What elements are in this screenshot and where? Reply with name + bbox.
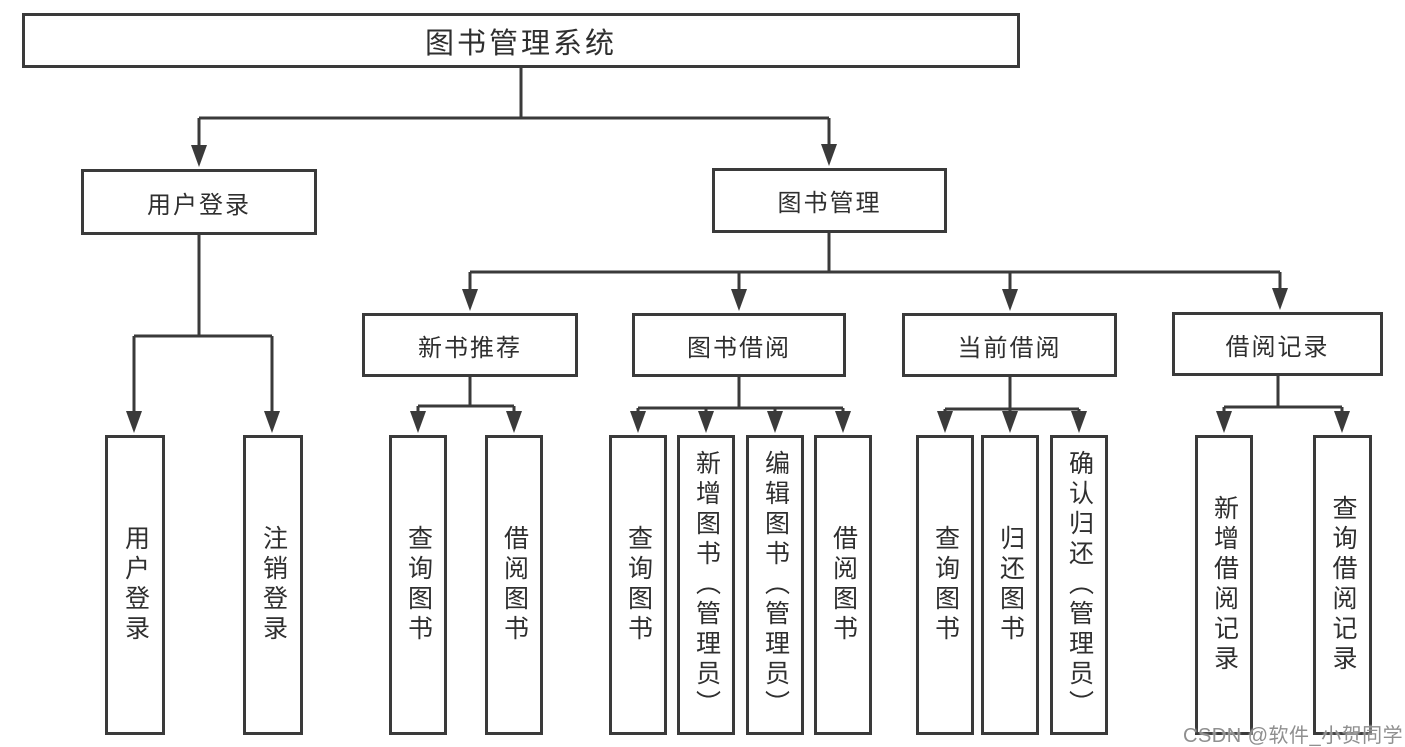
leaf-user-login: 用户登录 xyxy=(105,435,165,735)
leaf-query-books-current: 查询图书 xyxy=(916,435,974,735)
connector-userlogin-to-leaves xyxy=(126,235,280,433)
leaf-label: 新增借阅记录 xyxy=(1210,495,1239,675)
leaf-borrow-books-recommend: 借阅图书 xyxy=(485,435,543,735)
leaf-add-borrow-record: 新增借阅记录 xyxy=(1195,435,1253,735)
node-current-borrowing-label: 当前借阅 xyxy=(957,334,1062,362)
leaf-label: 编辑图书（管理员） xyxy=(761,450,790,720)
leaf-return-books: 归还图书 xyxy=(981,435,1039,735)
connector-newbooks-to-leaves xyxy=(410,377,522,433)
node-book-borrowing-label: 图书借阅 xyxy=(687,334,791,362)
leaf-label: 查询图书 xyxy=(931,525,960,645)
leaf-add-books-admin: 新增图书（管理员） xyxy=(677,435,735,735)
connector-root-to-level2 xyxy=(191,68,837,167)
leaf-edit-books-admin: 编辑图书（管理员） xyxy=(746,435,804,735)
leaf-borrow-books-borrowing: 借阅图书 xyxy=(814,435,872,735)
leaf-label: 查询图书 xyxy=(404,525,433,645)
leaf-label: 归还图书 xyxy=(996,525,1025,645)
leaf-query-books-recommend: 查询图书 xyxy=(389,435,447,735)
node-user-login: 用户登录 xyxy=(81,169,317,235)
node-current-borrowing: 当前借阅 xyxy=(902,313,1117,377)
node-book-management: 图书管理 xyxy=(712,168,947,233)
connector-currentborrow-to-leaves xyxy=(937,377,1087,433)
leaf-logout: 注销登录 xyxy=(243,435,303,735)
csdn-watermark: CSDN @软件_小贺同学 xyxy=(1183,725,1404,747)
leaf-label: 借阅图书 xyxy=(829,525,858,645)
connector-borrowing-to-leaves xyxy=(630,377,851,433)
node-borrow-records-label: 借阅记录 xyxy=(1225,333,1330,361)
node-new-book-recommend: 新书推荐 xyxy=(362,313,578,377)
leaf-query-borrow-record: 查询借阅记录 xyxy=(1313,435,1372,735)
node-book-management-label: 图书管理 xyxy=(777,190,882,217)
leaf-confirm-return-admin: 确认归还（管理员） xyxy=(1050,435,1108,735)
leaf-label: 查询图书 xyxy=(624,525,653,645)
connector-bookmgmt-to-level3 xyxy=(462,233,1288,311)
leaf-label: 新增图书（管理员） xyxy=(692,450,721,720)
node-user-login-label: 用户登录 xyxy=(147,191,251,219)
leaf-label: 确认归还（管理员） xyxy=(1065,450,1094,720)
node-root-label: 图书管理系统 xyxy=(424,27,617,60)
leaf-label: 用户登录 xyxy=(121,525,150,645)
leaf-label: 注销登录 xyxy=(259,525,288,645)
leaf-query-books-borrowing: 查询图书 xyxy=(609,435,667,735)
node-new-book-recommend-label: 新书推荐 xyxy=(418,334,522,362)
leaf-label: 借阅图书 xyxy=(500,525,529,645)
node-borrow-records: 借阅记录 xyxy=(1172,312,1383,376)
leaf-label: 查询借阅记录 xyxy=(1329,495,1357,675)
node-book-borrowing: 图书借阅 xyxy=(632,313,846,377)
connector-records-to-leaves xyxy=(1216,376,1350,433)
node-root-system: 图书管理系统 xyxy=(22,13,1020,68)
